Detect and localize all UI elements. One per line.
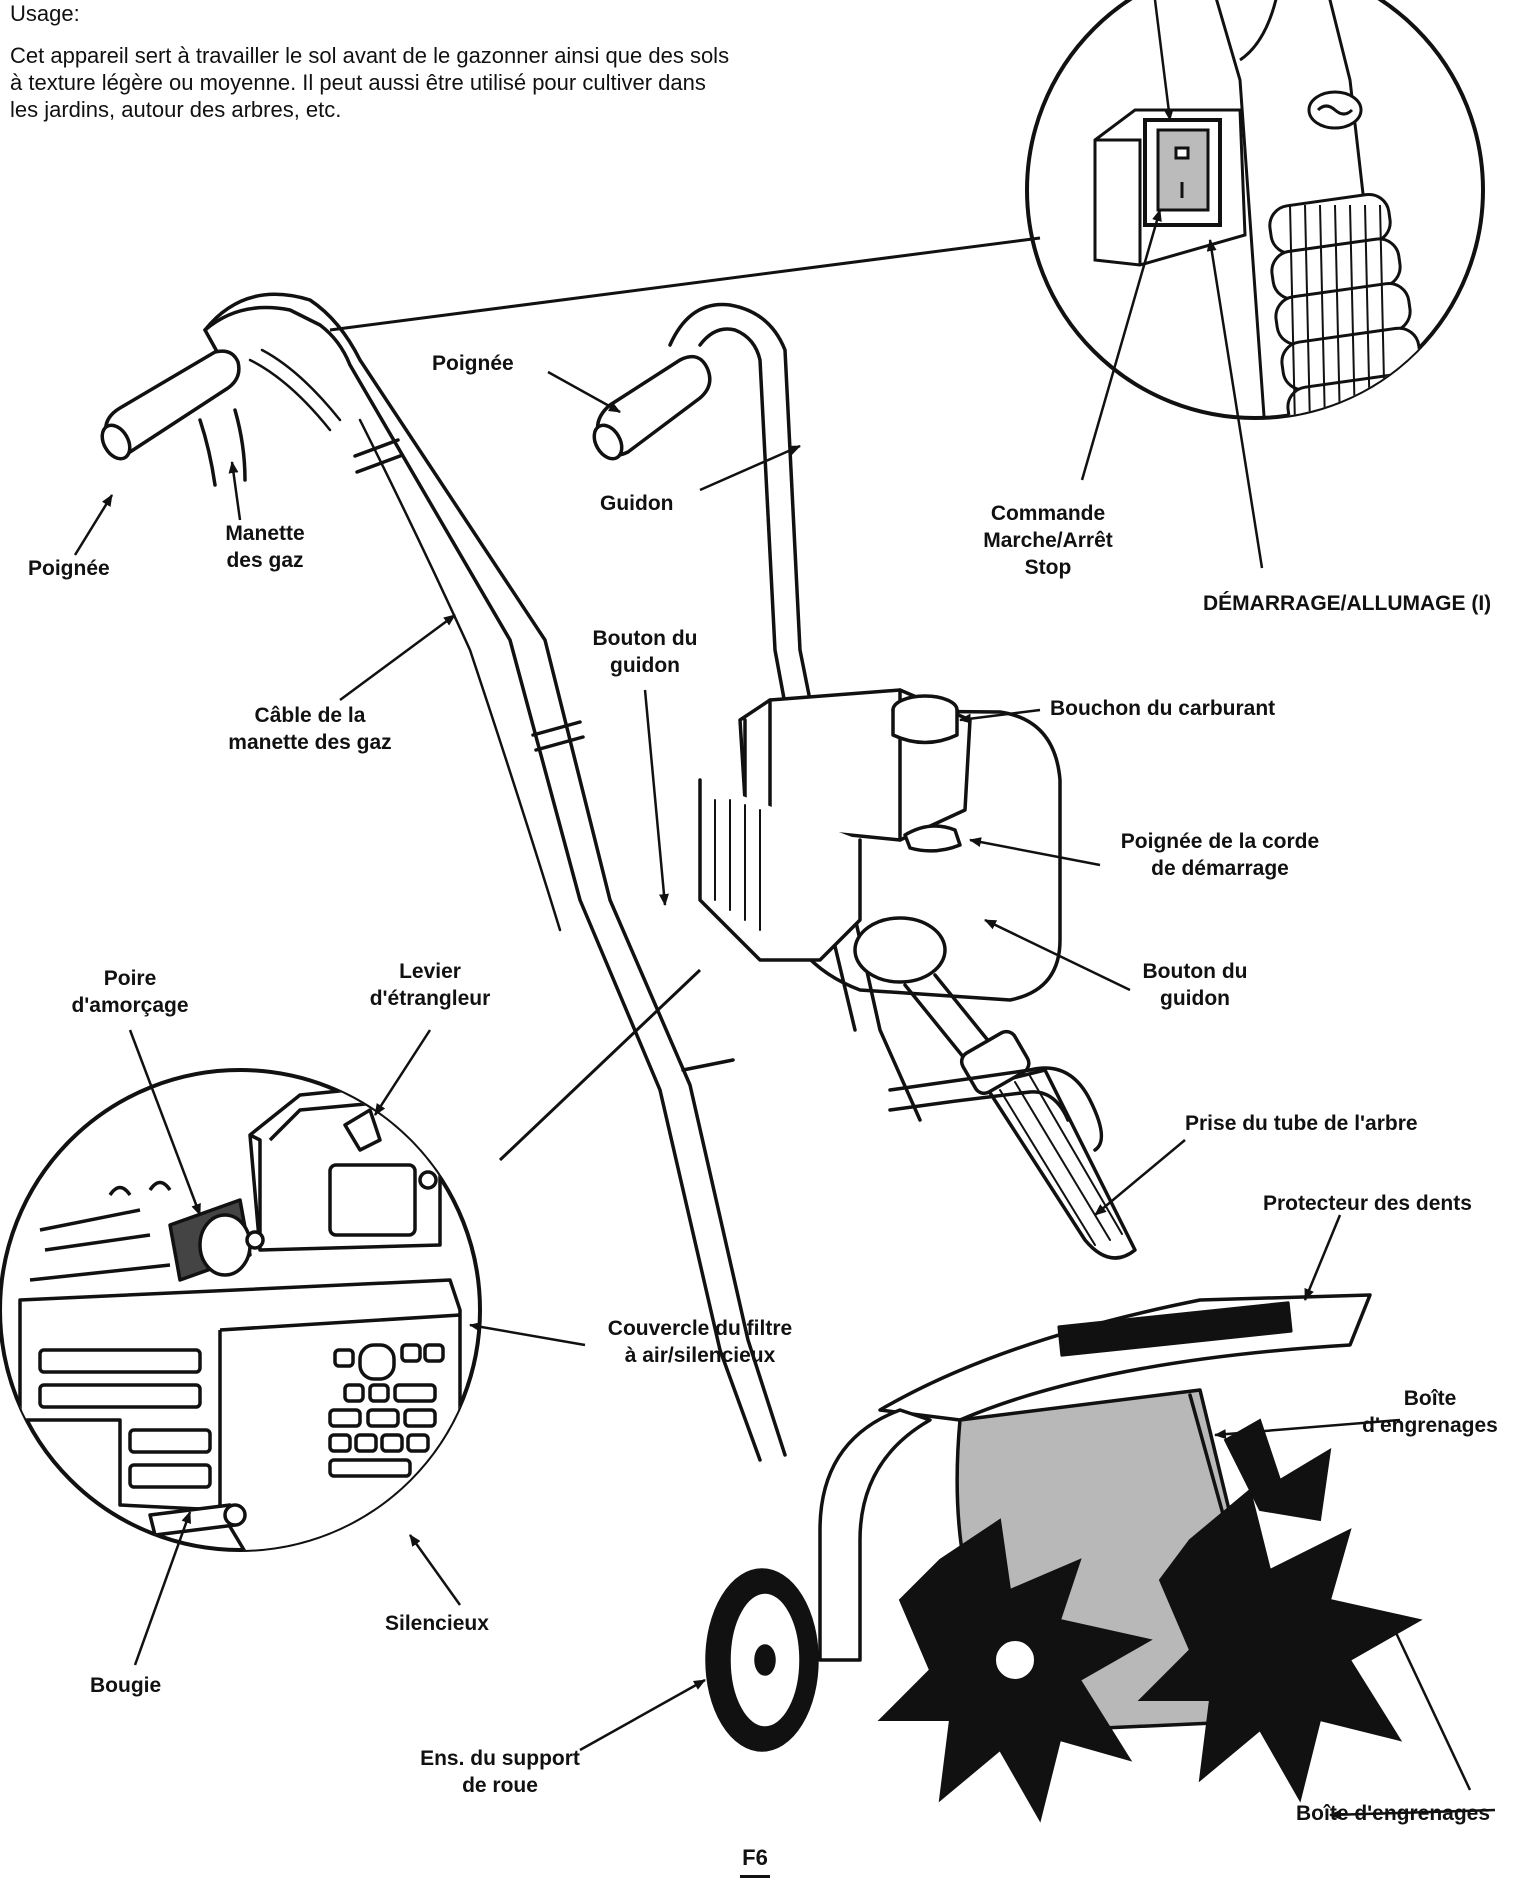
label-protecteur-dents: Protecteur des dents	[1263, 1192, 1472, 1215]
label-guidon: Guidon	[600, 492, 674, 515]
leader-lines	[73, 0, 1496, 1820]
label-couvercle-filtre: Couvercle du filtre à air/silencieux	[607, 1317, 793, 1367]
label-support-roue: Ens. du support de roue	[420, 1747, 580, 1797]
tines	[877, 1418, 1423, 1823]
label-bouton-guidon-top: Bouton du guidon	[592, 627, 698, 677]
label-silencieux: Silencieux	[385, 1612, 489, 1635]
label-levier-etrangleur: Levier d'étrangleur	[369, 960, 491, 1010]
label-manette-gaz: Manette des gaz	[225, 522, 305, 572]
switch-detail-circle	[1025, 0, 1485, 420]
page-number-underline	[740, 1875, 770, 1878]
label-poignee-corde: Poignée de la corde de démarrage	[1120, 830, 1320, 880]
page-number: F6	[720, 1845, 790, 1878]
label-boite-engrenages-2: Boîte d'engrenages	[1296, 1802, 1491, 1825]
page-number-text: F6	[742, 1845, 768, 1870]
intro-text: Cet appareil sert à travailler le sol av…	[10, 43, 730, 122]
label-poignee-right: Poignée	[432, 352, 514, 375]
intro-heading: Usage:	[10, 1, 80, 26]
label-bougie: Bougie	[90, 1674, 162, 1697]
label-boite-engrenages-1: Boîte d'engrenages	[1362, 1387, 1498, 1437]
label-cable-manette: Câble de la manette des gaz	[228, 704, 392, 754]
label-poignee-left: Poignée	[28, 557, 110, 580]
label-poire-amorcage: Poire d'amorçage	[71, 967, 189, 1017]
engine-detail-circle	[0, 1068, 482, 1552]
label-bouchon-carburant: Bouchon du carburant	[1050, 697, 1276, 720]
label-bouton-guidon-right: Bouton du guidon	[1142, 960, 1248, 1010]
label-prise-tube: Prise du tube de l'arbre	[1185, 1112, 1418, 1135]
label-commande-marche-arret: Commande Marche/Arrêt Stop	[983, 502, 1113, 579]
detail-connector-top	[329, 236, 1041, 332]
label-demarrage-allumage: DÉMARRAGE/ALLUMAGE (I)	[1203, 592, 1492, 615]
intro-block: Usage: Cet appareil sert à travailler le…	[10, 0, 730, 123]
detail-connector-bottom	[498, 968, 702, 1162]
